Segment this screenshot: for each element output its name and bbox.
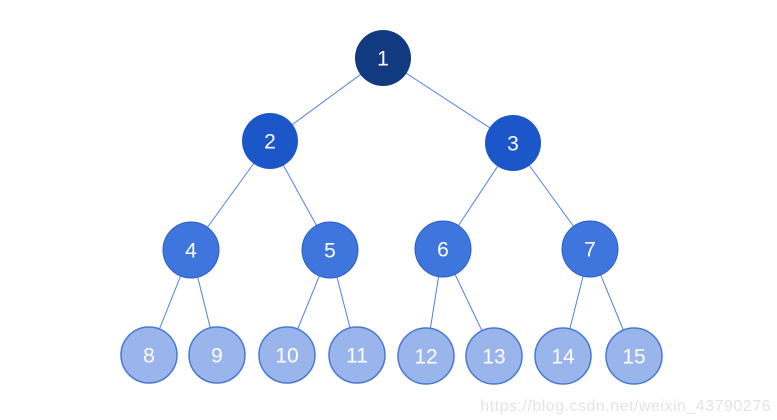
tree-node-7: 7: [561, 220, 619, 278]
tree-node-circle-5: [301, 221, 359, 279]
tree-node-label-6: 6: [437, 239, 449, 262]
tree-node-label-11: 11: [346, 345, 368, 368]
tree-node-3: 3: [485, 115, 541, 171]
tree-node-circle-13: [465, 327, 523, 385]
tree-node-9: 9: [188, 326, 246, 384]
tree-node-circle-8: [120, 326, 178, 384]
tree-node-circle-7: [561, 220, 619, 278]
tree-node-1: 1: [355, 30, 411, 86]
tree-node-5: 5: [301, 221, 359, 279]
tree-node-2: 2: [242, 113, 298, 169]
tree-node-circle-9: [188, 326, 246, 384]
tree-node-circle-4: [162, 221, 220, 279]
tree-node-label-3: 3: [507, 133, 519, 156]
tree-node-circle-12: [397, 327, 455, 385]
tree-node-label-14: 14: [551, 346, 575, 369]
watermark: https://blog.csdn.net/weixin_43790276: [480, 398, 771, 415]
tree-node-label-15: 15: [622, 346, 645, 369]
tree-node-label-5: 5: [324, 240, 336, 263]
tree-node-circle-2: [242, 113, 298, 169]
tree-node-label-4: 4: [185, 240, 197, 263]
tree-node-circle-11: [328, 326, 386, 384]
tree-node-label-1: 1: [377, 48, 389, 71]
tree-node-15: 15: [605, 327, 663, 385]
tree-node-label-8: 8: [143, 345, 155, 368]
tree-node-label-2: 2: [264, 131, 276, 154]
tree-node-13: 13: [465, 327, 523, 385]
tree-node-label-9: 9: [211, 345, 223, 368]
tree-node-10: 10: [258, 326, 316, 384]
tree-node-circle-10: [258, 326, 316, 384]
tree-node-circle-15: [605, 327, 663, 385]
tree-node-8: 8: [120, 326, 178, 384]
tree-node-label-13: 13: [482, 346, 505, 369]
tree-node-4: 4: [162, 221, 220, 279]
tree-node-14: 14: [534, 327, 592, 385]
tree-node-label-7: 7: [584, 239, 596, 262]
tree-node-12: 12: [397, 327, 455, 385]
tree-node-label-10: 10: [275, 345, 298, 368]
tree-node-11: 11: [328, 326, 386, 384]
tree-node-circle-14: [534, 327, 592, 385]
tree-node-circle-1: [355, 30, 411, 86]
tree-node-circle-6: [414, 220, 472, 278]
tree-node-label-12: 12: [414, 346, 437, 369]
tree-node-6: 6: [414, 220, 472, 278]
tree-node-circle-3: [485, 115, 541, 171]
